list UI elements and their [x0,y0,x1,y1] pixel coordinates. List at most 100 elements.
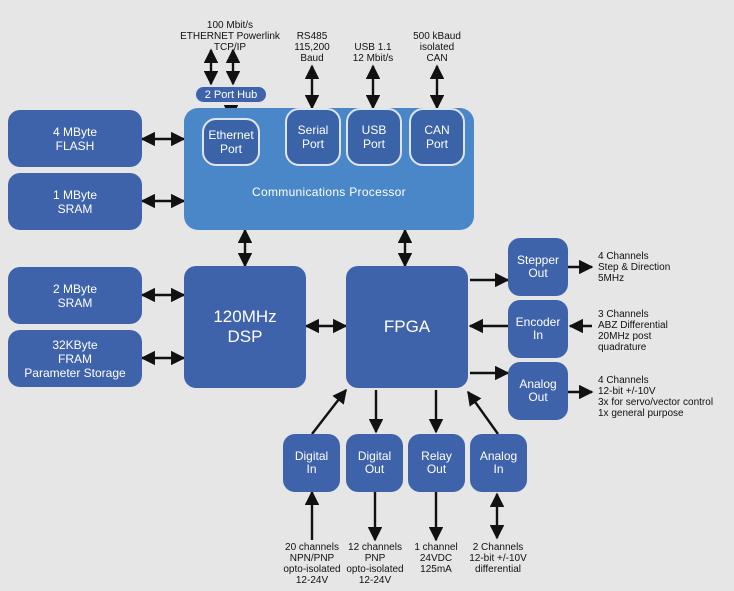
usb-port-line-2: Port [362,137,385,151]
stepper-out-block: Stepper Out [508,238,568,296]
relay-out-desc-line-3: 125mA [420,564,452,575]
fram-line-3: Parameter Storage [24,365,126,380]
fram-block: 32KByte FRAM Parameter Storage [8,330,142,387]
digital-in-desc-line-3: opto-isolated [283,564,341,575]
digital-out-line-2: Out [364,462,385,476]
ethernet-top-line-2: ETHERNET Powerlink [180,31,280,42]
arrow-analog-in-fpga [467,390,499,435]
flash-block: 4 MByte FLASH [8,110,142,167]
ethernet-top-label: 100 Mbit/s ETHERNET Powerlink TCP/IP [170,20,290,53]
analog-in-desc-line-1: 2 Channels [472,542,524,553]
ethernet-port: Ethernet Port [202,118,260,166]
analog-out-desc: 4 Channels 12-bit +/-10V 3x for servo/ve… [598,375,713,419]
serial-top-line-2: 115,200 [294,42,330,53]
stepper-desc: 4 Channels Step & Direction 5MHz [598,251,670,284]
serial-top-label: RS485 115,200 Baud [282,31,342,64]
dsp-line-1: 120MHz [213,307,277,326]
digital-out-line-1: Digital [357,449,392,463]
sram1-line-1: 1 MByte [52,187,97,202]
analog-out-desc-line-3: 3x for servo/vector control [598,397,714,408]
digital-out-desc: 12 channels PNP opto-isolated 12-24V [339,542,411,586]
encoder-desc: 3 Channels ABZ Differential 20MHz post q… [598,309,668,353]
encoder-desc-line-3: 20MHz post [598,331,652,342]
stepper-out-line-2: Out [528,266,548,280]
digital-out-desc-line-1: 12 channels [348,542,402,553]
digital-in-desc: 20 channels NPN/PNP opto-isolated 12-24V [276,542,348,586]
stepper-desc-line-2: Step & Direction [598,262,671,273]
usb-top-label: USB 1.1 12 Mbit/s [343,42,403,64]
digital-in-desc-line-4: 12-24V [295,575,329,586]
relay-out-desc: 1 channel 24VDC 125mA [406,542,466,575]
serial-port-line-2: Port [301,137,324,151]
can-top-label: 500 kBaud isolated CAN [402,31,472,64]
digital-in-line-2: In [306,462,317,476]
usb-top-line-2: 12 Mbit/s [352,53,394,64]
dsp-block: 120MHz DSP [184,266,306,388]
can-port: CAN Port [409,108,465,166]
analog-out-desc-line-2: 12-bit +/-10V [598,386,656,397]
dsp-line-2: DSP [227,327,263,346]
digital-in-desc-line-1: 20 channels [285,542,339,553]
encoder-in-block: Encoder In [508,300,568,358]
digital-in-block: Digital In [283,434,340,492]
stepper-out-line-1: Stepper [516,253,560,267]
digital-out-desc-line-2: PNP [364,553,386,564]
digital-out-desc-line-3: opto-isolated [346,564,404,575]
serial-port: Serial Port [285,108,341,166]
encoder-desc-line-4: quadrature [598,342,647,353]
serial-top-line-1: RS485 [296,31,328,42]
fpga-block: FPGA [346,266,468,388]
relay-out-desc-line-2: 24VDC [419,553,453,564]
serial-port-line-1: Serial [297,123,329,137]
analog-out-desc-line-1: 4 Channels [598,375,649,386]
flash-line-1: 4 MByte [52,124,97,139]
fram-line-1: 32KByte [52,337,98,352]
sram2-line-2: SRAM [57,295,93,310]
analog-out-desc-line-4: 1x general purpose [598,408,684,419]
analog-out-block: Analog Out [508,362,568,420]
analog-in-desc-line-3: differential [475,564,521,575]
analog-out-line-2: Out [528,390,548,404]
communications-processor-label: Communications Processor [252,185,406,199]
ethernet-port-line-1: Ethernet [208,128,254,142]
analog-in-line-1: Analog [479,449,518,463]
arrow-digital-in-fpga [311,388,347,435]
fram-line-2: FRAM [58,351,92,366]
ethernet-port-line-2: Port [219,142,242,156]
relay-out-desc-line-1: 1 channel [414,542,458,553]
analog-in-desc-line-2: 12-bit +/-10V [469,553,527,564]
encoder-desc-line-2: ABZ Differential [598,320,668,331]
encoder-desc-line-1: 3 Channels [598,309,649,320]
fpga-label: FPGA [383,317,431,336]
can-top-line-2: isolated [419,42,455,53]
relay-out-line-2: Out [426,462,447,476]
digital-out-desc-line-4: 12-24V [358,575,392,586]
sram2-line-1: 2 MByte [52,281,97,296]
usb-top-line-1: USB 1.1 [354,42,392,53]
usb-port: USB Port [346,108,402,166]
encoder-in-line-1: Encoder [515,315,561,329]
relay-out-line-1: Relay [421,449,452,463]
usb-port-line-1: USB [361,123,387,137]
analog-out-line-1: Analog [519,377,557,391]
sram2-block: 2 MByte SRAM [8,267,142,324]
relay-out-block: Relay Out [408,434,465,492]
digital-out-block: Digital Out [346,434,403,492]
stepper-desc-line-3: 5MHz [598,273,625,284]
can-top-line-3: CAN [426,53,448,64]
ethernet-top-line-1: 100 Mbit/s [206,20,254,31]
flash-line-2: FLASH [55,138,95,153]
digital-in-line-1: Digital [294,449,329,463]
analog-in-block: Analog In [470,434,527,492]
serial-top-line-3: Baud [300,53,324,64]
encoder-in-line-2: In [532,328,543,342]
ethernet-top-line-3: TCP/IP [213,42,247,53]
stepper-desc-line-1: 4 Channels [598,251,649,262]
analog-in-desc: 2 Channels 12-bit +/-10V differential [462,542,534,575]
can-port-line-1: CAN [424,123,450,137]
analog-in-line-2: In [493,462,504,476]
digital-in-desc-line-2: NPN/PNP [289,553,335,564]
two-port-hub: 2 Port Hub [195,86,267,103]
